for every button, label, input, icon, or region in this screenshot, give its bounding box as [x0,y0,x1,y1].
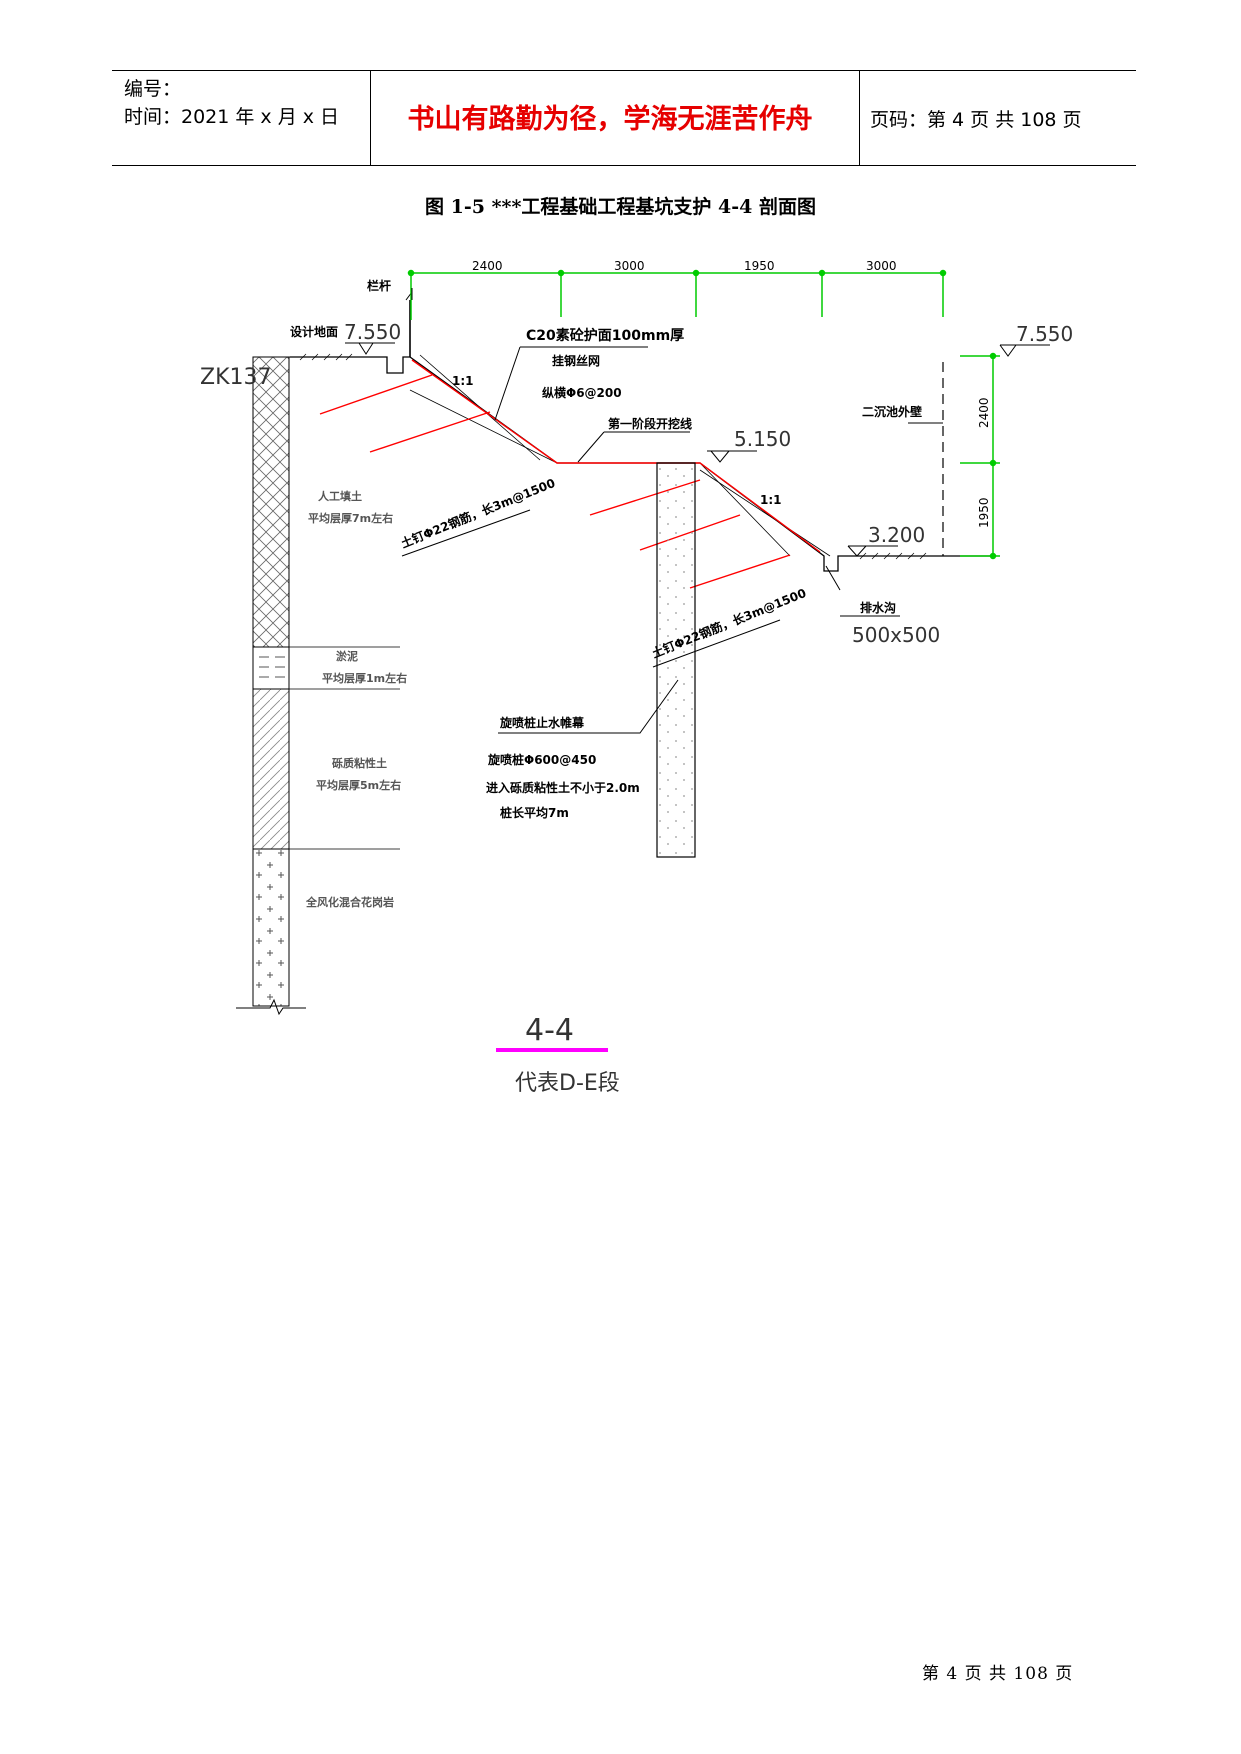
jet-embed: 进入砾质粘性土不小于2.0m [486,780,640,795]
dim-top-1: 2400 [472,259,503,273]
elevation-markers [345,342,1050,557]
excavation-profile [290,291,990,572]
design-ground-label: 设计地面 [290,324,338,339]
drain-label: 排水沟 [860,600,896,615]
railing-label: 栏杆 [367,278,391,293]
drain-size: 500x500 [852,623,940,647]
header-divider [859,71,860,165]
doc-number-label: 编号： [124,78,182,100]
soil-fill-label: 人工填土 [318,489,362,503]
first-stage-label: 第一阶段开挖线 [608,416,692,431]
dimension-lines [407,269,1000,560]
elev-mid: 5.150 [734,427,791,451]
soil-rock-label: 全风化混合花岗岩 [305,895,394,909]
soil-clay-label: 砾质粘性土 [332,756,387,770]
slope-ratio-upper: 1:1 [452,374,474,388]
dim-right-1: 2400 [977,397,991,428]
elev-low: 3.200 [868,523,925,547]
soil-fill-thickness: 平均层厚7m左右 [308,511,393,525]
jet-grout-pile [656,462,696,858]
dim-right-2: 1950 [977,497,991,528]
section-desc: 代表D-E段 [515,1071,620,1096]
elev-top-left: 7.550 [344,320,401,344]
page-footer: 第 4 页 共 108 页 [922,1664,1074,1684]
dim-top-3: 1950 [744,259,775,273]
elev-top-right: 7.550 [1016,322,1073,346]
facing-spec-3: 纵横Φ6@200 [542,385,622,400]
header-divider [370,71,371,165]
dim-top-4: 3000 [866,259,897,273]
section-bar [496,1048,608,1052]
slope-ratio-lower: 1:1 [760,493,782,507]
page-header: 编号： 时间：2021 年 x 月 x 日 书山有路勤为径，学海无涯苦作舟 页码… [112,70,1136,166]
jet-length: 桩长平均7m [500,805,569,820]
figure-caption: 图 1-5 ***工程基础工程基坑支护 4-4 剖面图 [425,196,816,218]
dim-top-2: 3000 [614,259,645,273]
facing-spec-1: C20素砼护面100mm厚 [526,327,684,344]
outer-wall-label: 二沉池外壁 [862,404,922,419]
borehole-label: ZK137 [200,365,272,390]
header-page-info: 页码：第 4 页 共 108 页 [870,109,1082,131]
header-meta: 编号： 时间：2021 年 x 月 x 日 [124,75,339,131]
doc-date: 时间：2021 年 x 月 x 日 [124,106,340,128]
jet-title: 旋喷桩止水帷幕 [499,715,585,730]
header-motto: 书山有路勤为径，学海无涯苦作舟 [407,104,813,135]
section-id: 4-4 [525,1013,574,1048]
soil-silt-label: 淤泥 [336,649,358,663]
soil-clay-thickness: 平均层厚5m左右 [316,778,401,792]
jet-spec: 旋喷桩Φ600@450 [487,752,596,767]
nail-label-upper: 土钉Φ22钢筋，长3m@1500 [399,475,558,551]
soil-silt-thickness: 平均层厚1m左右 [322,671,407,685]
section-drawing: ZK137 人工填土 平均层厚7m左右 淤泥 平均层厚1m左右 砾质粘性土 平均… [200,259,1073,1096]
section-label: 4-4 代表D-E段 [496,1013,620,1096]
facing-spec-2: 挂钢丝网 [552,353,600,368]
borehole-column: ZK137 [200,356,400,1016]
